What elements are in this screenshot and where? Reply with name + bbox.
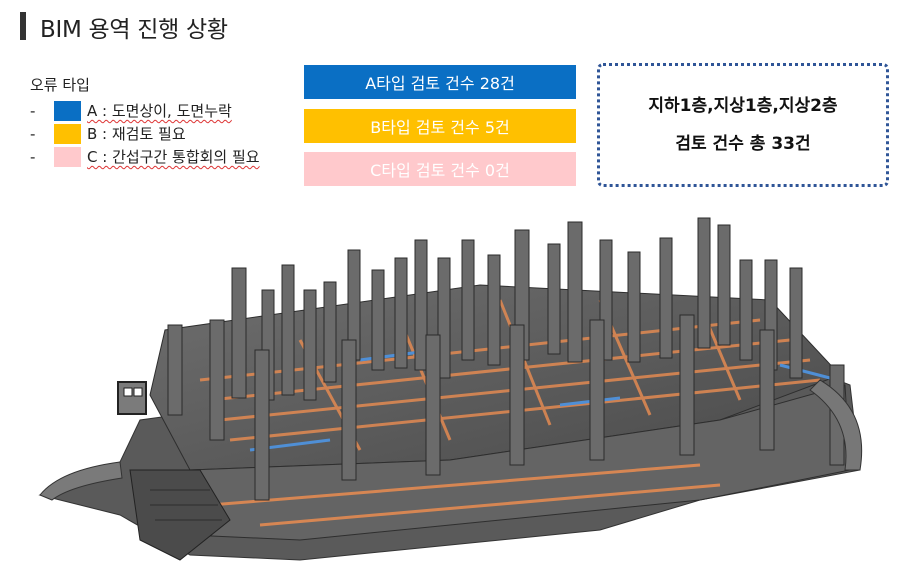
page-title: BIM 용역 진행 상황 <box>40 17 228 43</box>
legend-dash: - <box>30 147 36 166</box>
legend-label-b: B : 재검토 필요 <box>87 125 186 143</box>
legend-swatch-a <box>54 100 81 121</box>
summary-box: 지하1층,지상1층,지상2층 검토 건수 총 33건 <box>597 63 889 187</box>
legend-heading: 오류 타입 <box>30 76 90 94</box>
legend-dash: - <box>30 124 36 143</box>
legend-item-b: - B : 재검토 필요 <box>30 122 260 145</box>
type-a-count-bar: A타입 검토 건수 28건 <box>304 65 576 99</box>
summary-total: 검토 건수 총 33건 <box>675 134 811 154</box>
legend-item-a: - A : 도면상이, 도면누락 <box>30 99 260 122</box>
title-accent-bar <box>20 12 26 40</box>
legend-dash: - <box>30 101 36 120</box>
type-b-count-bar: B타입 검토 건수 5건 <box>304 109 576 143</box>
summary-floors: 지하1층,지상1층,지상2층 <box>648 96 838 116</box>
legend-swatch-c <box>54 146 81 167</box>
error-type-legend: 오류 타입 - A : 도면상이, 도면누락 - B : 재검토 필요 - C … <box>30 74 260 168</box>
legend-item-c: - C : 간섭구간 통합회의 필요 <box>30 145 260 168</box>
legend-label-a: A : 도면상이, 도면누락 <box>87 102 232 120</box>
legend-label-c: C : 간섭구간 통합회의 필요 <box>87 148 260 166</box>
legend-swatch-b <box>54 123 81 144</box>
type-c-count-bar: C타입 검토 건수 0건 <box>304 152 576 186</box>
